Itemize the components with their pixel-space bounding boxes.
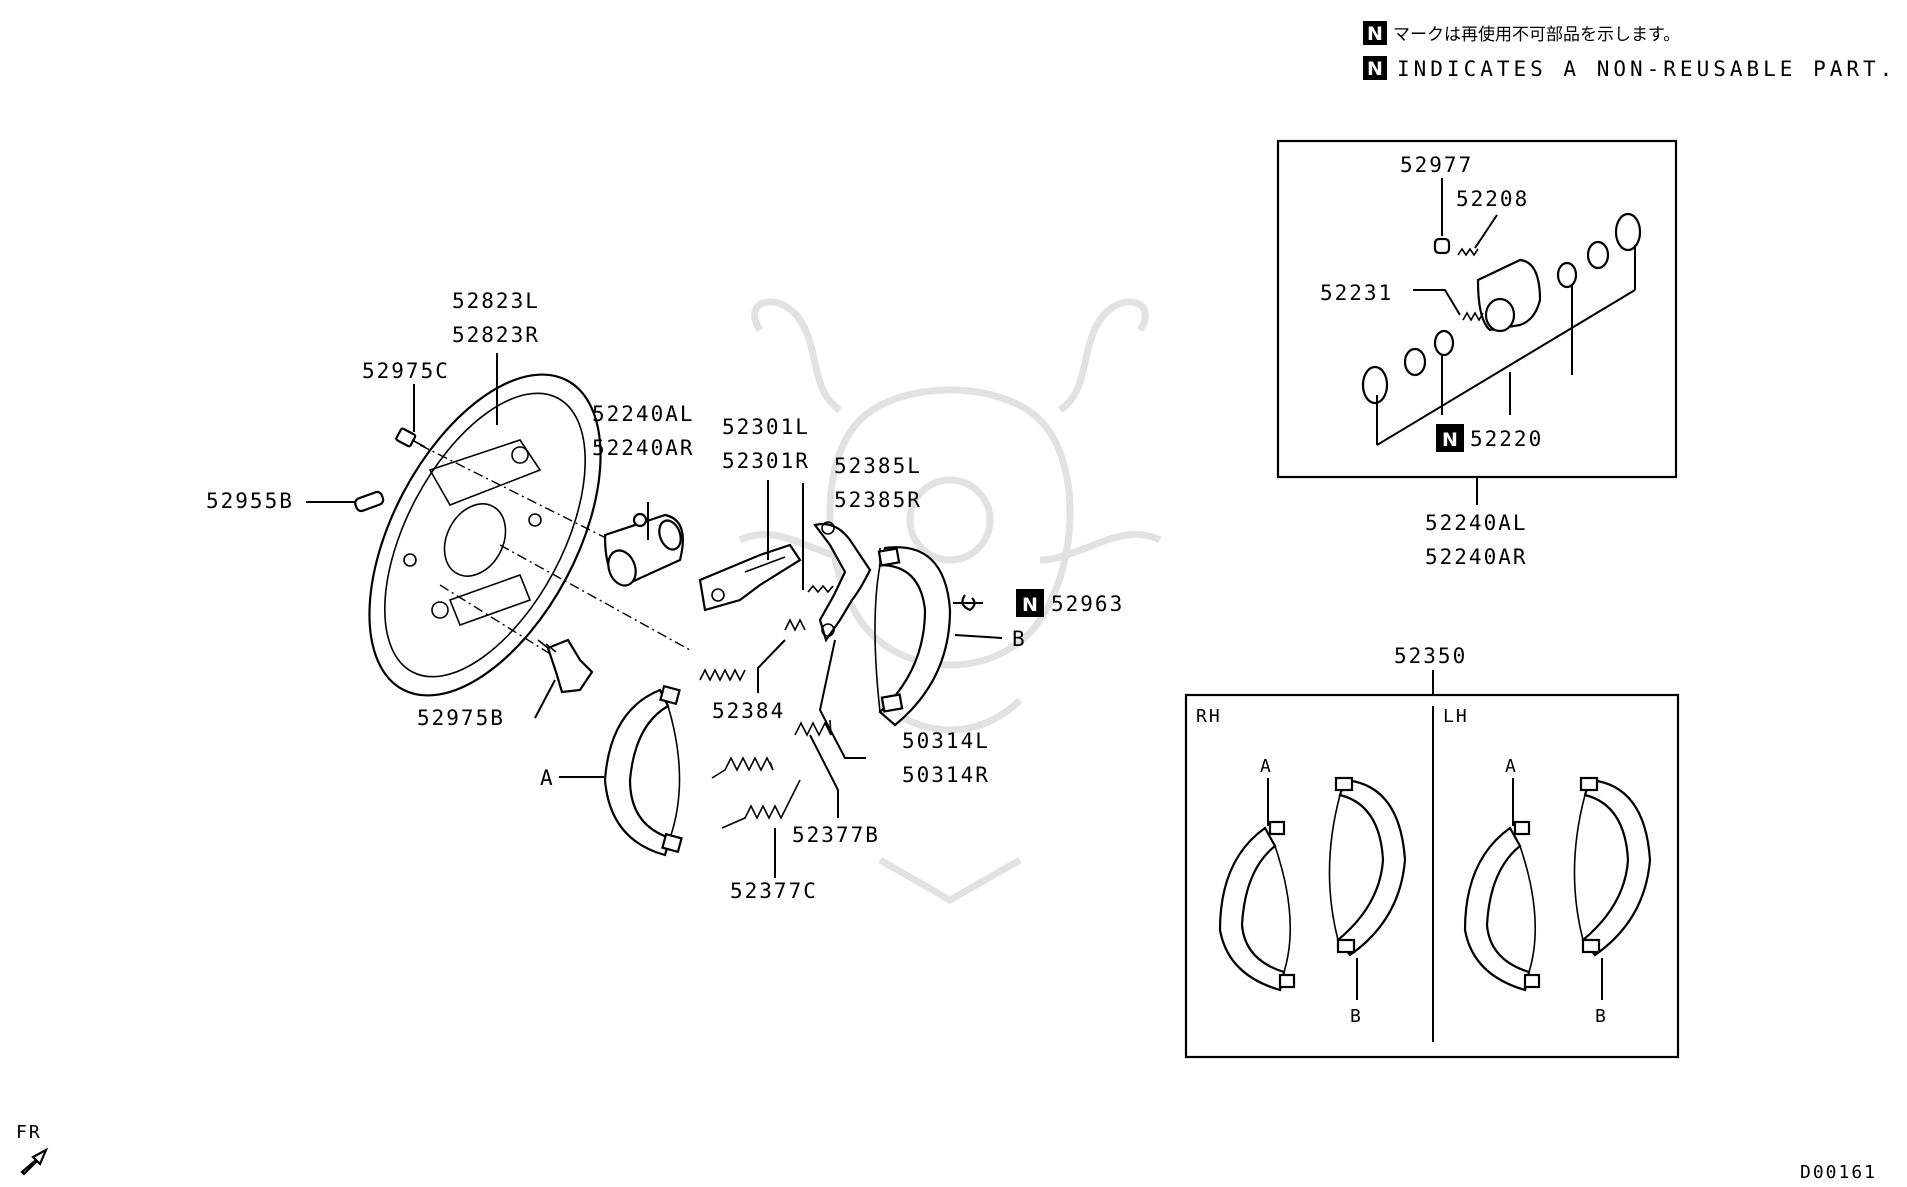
- spring-52384-end[interactable]: [784, 618, 806, 632]
- spring-52377B-end[interactable]: [794, 719, 832, 737]
- assembly-axis: [499, 544, 691, 651]
- rh-shoe-a[interactable]: [1218, 820, 1296, 992]
- non-reusable-badge: [1436, 424, 1464, 452]
- assembly-axis: [439, 584, 561, 661]
- diagram-code: D00161: [1800, 1162, 1877, 1183]
- label-shoe-a: A: [540, 766, 555, 790]
- cap-52977[interactable]: [1433, 237, 1451, 255]
- boot[interactable]: [1361, 365, 1389, 405]
- badge-letter: N: [1442, 429, 1458, 451]
- cup-seal[interactable]: [1556, 261, 1578, 289]
- label-rh-a: A: [1260, 756, 1273, 777]
- non-reusable-badge: [1363, 21, 1387, 45]
- label-52240AL: 52240AL: [592, 402, 695, 426]
- label-52220: 52220: [1470, 427, 1543, 451]
- bolt-52975C[interactable]: [395, 427, 426, 448]
- label-52823R: 52823R: [452, 323, 540, 347]
- label-52385L: 52385L: [834, 454, 922, 478]
- cup-seal[interactable]: [1433, 329, 1455, 357]
- spring-52377B[interactable]: [711, 756, 774, 779]
- label-lh-a: A: [1505, 756, 1518, 777]
- brake-shoe-b[interactable]: [874, 546, 952, 727]
- label-52963: 52963: [1051, 592, 1124, 616]
- bolt-52975B[interactable]: [537, 638, 594, 694]
- label-52377C: 52377C: [730, 879, 818, 903]
- cylinder-kit-box: [1276, 139, 1678, 505]
- spring-52231[interactable]: [1462, 311, 1484, 322]
- label-52384: 52384: [712, 699, 785, 723]
- label-lh: LH: [1443, 706, 1469, 727]
- front-arrow-icon: [20, 1147, 49, 1176]
- non-reusable-badge: [1363, 56, 1387, 80]
- label-50314R: 50314R: [902, 763, 990, 787]
- cylinder-bore[interactable]: [1484, 297, 1516, 333]
- piston[interactable]: [1403, 347, 1427, 377]
- label-52975B: 52975B: [417, 706, 505, 730]
- label-52350: 52350: [1394, 644, 1467, 668]
- label-shoe-b: B: [1012, 627, 1027, 651]
- wheel-cylinder[interactable]: [603, 512, 685, 589]
- label-52301L: 52301L: [722, 415, 810, 439]
- legend-en-text: INDICATES A NON-REUSABLE PART.: [1397, 57, 1896, 81]
- label-52231: 52231: [1320, 281, 1393, 305]
- adjuster-lever[interactable]: [698, 543, 802, 612]
- rh-shoe-b[interactable]: [1328, 776, 1407, 957]
- non-reusable-badge: [1016, 589, 1044, 617]
- shoe-set-box: [1184, 693, 1680, 1059]
- label-52955B: 52955B: [206, 489, 294, 513]
- label-52301R: 52301R: [722, 449, 810, 473]
- label-lh-b: B: [1595, 1006, 1608, 1027]
- legend-jp-text: マークは再使用不可部品を示します。: [1393, 24, 1680, 45]
- label-50314L: 50314L: [902, 729, 990, 753]
- label-rh-b: B: [1350, 1006, 1363, 1027]
- assembly-axis: [419, 444, 621, 546]
- badge-letter: N: [1367, 58, 1383, 80]
- label-52208: 52208: [1456, 187, 1529, 211]
- spring-52377C[interactable]: [721, 779, 801, 829]
- spring-52385[interactable]: [807, 584, 834, 594]
- label-52240AR-kit: 52240AR: [1425, 545, 1528, 569]
- plug-52955B[interactable]: [354, 490, 385, 513]
- brake-shoe-a[interactable]: [603, 684, 683, 857]
- label-52240AL-kit: 52240AL: [1425, 511, 1528, 535]
- piston[interactable]: [1586, 240, 1610, 270]
- leaders-main: [306, 353, 1003, 878]
- label-52823L: 52823L: [452, 289, 540, 313]
- badge-letter: N: [1367, 23, 1383, 45]
- spring-52384[interactable]: [699, 668, 746, 682]
- label-52385R: 52385R: [834, 488, 922, 512]
- label-52977: 52977: [1400, 153, 1473, 177]
- label-52975C: 52975C: [362, 359, 450, 383]
- direction-label: FR: [16, 1122, 42, 1143]
- badge-letter: N: [1022, 594, 1038, 616]
- bleeder-52208[interactable]: [1457, 247, 1479, 257]
- backing-plate[interactable]: [322, 337, 649, 732]
- parking-lever[interactable]: [813, 521, 872, 643]
- lh-shoe-a[interactable]: [1463, 820, 1541, 992]
- label-52377B: 52377B: [792, 823, 880, 847]
- boot[interactable]: [1614, 212, 1642, 252]
- legend: N マークは再使用不可部品を示します。 N INDICATES A NON-RE…: [1363, 21, 1896, 81]
- label-52240AR: 52240AR: [592, 436, 695, 460]
- label-rh: RH: [1196, 706, 1222, 727]
- lh-shoe-b[interactable]: [1573, 776, 1652, 957]
